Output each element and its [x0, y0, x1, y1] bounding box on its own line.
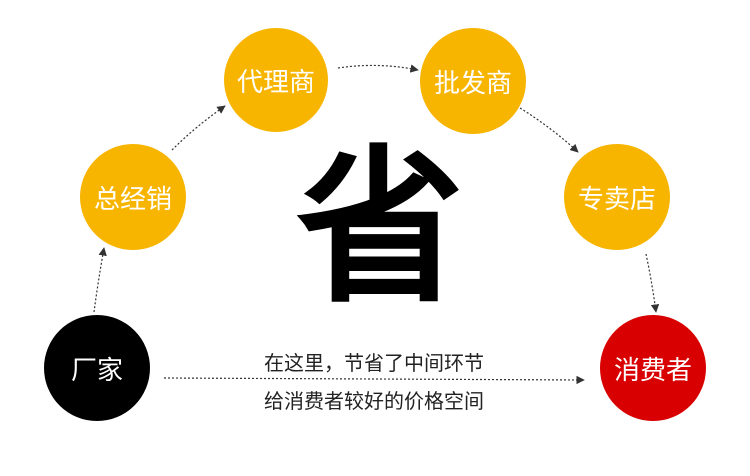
arrow-wholesaler-to-retailer	[519, 107, 579, 153]
arrow-agent-to-wholesaler	[337, 64, 419, 73]
caption-line-1: 在这里，节省了中间环节	[264, 351, 484, 375]
node-consumer: 消费者	[600, 315, 706, 421]
node-consumer-label: 消费者	[613, 355, 692, 386]
center-character: 省	[296, 130, 464, 326]
node-wholesaler-label: 批发商	[433, 68, 512, 99]
node-manufacturer-label: 厂家	[70, 355, 123, 386]
node-retailer: 专卖店	[564, 144, 670, 250]
arrow-manufacturer-to-distributor	[93, 247, 107, 313]
node-retailer-label: 专卖店	[577, 184, 656, 215]
caption-line-2: 给消费者较好的价格空间	[264, 389, 484, 413]
arrow-manufacturer-to-consumer	[163, 375, 585, 385]
node-wholesaler: 批发商	[420, 28, 526, 134]
node-agent: 代理商	[224, 28, 328, 132]
node-distributor-label: 总经销	[93, 184, 172, 215]
node-manufacturer: 厂家	[44, 315, 150, 421]
arrow-retailer-to-consumer	[645, 253, 660, 313]
node-agent-label: 代理商	[236, 67, 315, 98]
node-distributor: 总经销	[80, 144, 186, 250]
arrow-distributor-to-agent	[171, 105, 226, 151]
